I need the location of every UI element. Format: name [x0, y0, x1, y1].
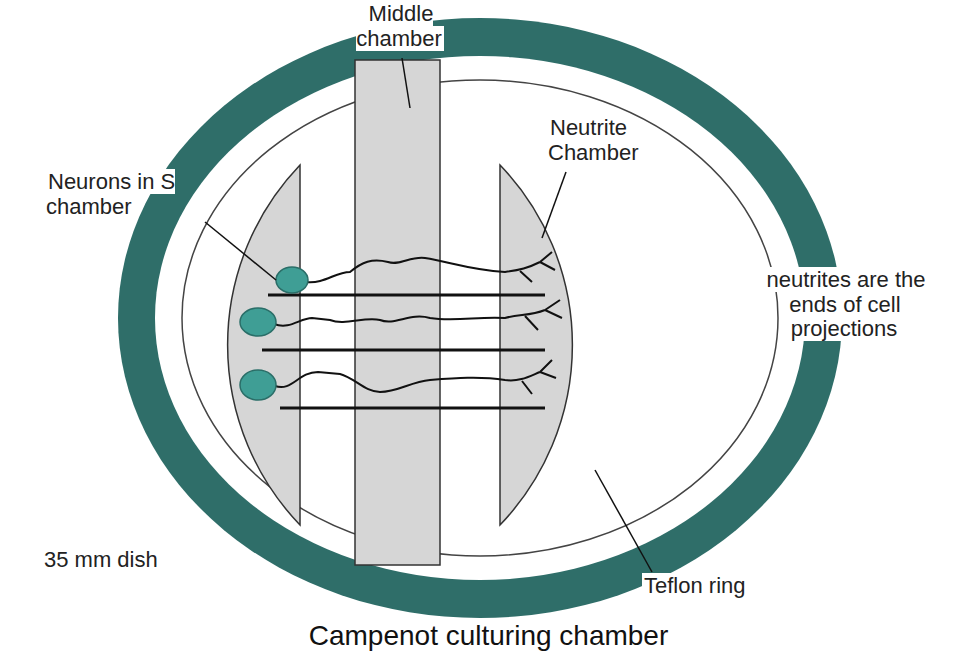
- neurite: [306, 258, 540, 282]
- caption-text: Campenot culturing chamber: [307, 620, 671, 651]
- neurite-branch: [522, 360, 556, 394]
- neurite-chamber: [500, 165, 572, 525]
- neurite: [275, 372, 540, 392]
- label-text: Neutrite Chamber: [548, 115, 640, 165]
- neurite: [274, 310, 545, 326]
- leader-line: [402, 58, 410, 108]
- ring-label: Teflon ring: [642, 574, 802, 599]
- chamber-label: Neurons in S chamber: [46, 170, 196, 219]
- note-text: neutrites are the ends of cell projectio…: [745, 268, 945, 342]
- label-text: neutrites are the ends of cell projectio…: [765, 267, 926, 341]
- label-text: 35 mm dish: [42, 547, 160, 572]
- leader-line: [595, 470, 652, 572]
- neuron-body: [240, 308, 276, 336]
- chamber-label: Middle chamber: [350, 2, 450, 51]
- teflon-ring: [182, 80, 778, 556]
- neurite-branch: [525, 300, 562, 330]
- barrier-line: [262, 349, 545, 352]
- neurons: [240, 267, 308, 400]
- label-text: Middle chamber: [356, 1, 444, 51]
- barrier-line: [280, 407, 545, 410]
- neurites: [274, 252, 562, 394]
- chamber-label: Neutrite Chamber: [548, 116, 648, 165]
- label-text: Neurons in S chamber: [46, 169, 175, 219]
- barrier-line: [268, 294, 545, 297]
- neurite-branch: [520, 252, 555, 282]
- neuron-body: [240, 370, 276, 400]
- grease-barriers: [262, 295, 545, 408]
- leader-line: [205, 222, 276, 280]
- leader-lines: [205, 58, 652, 572]
- label-text: Teflon ring: [642, 573, 748, 598]
- leader-line: [542, 172, 566, 238]
- neuron-body: [276, 267, 308, 293]
- dish-wall: [118, 18, 842, 618]
- middle-chamber: [355, 60, 440, 565]
- soma-chamber: [228, 165, 300, 525]
- dish-label: 35 mm dish: [42, 548, 202, 573]
- caption: Campenot culturing chamber: [0, 620, 977, 651]
- dish-floor: [155, 56, 805, 580]
